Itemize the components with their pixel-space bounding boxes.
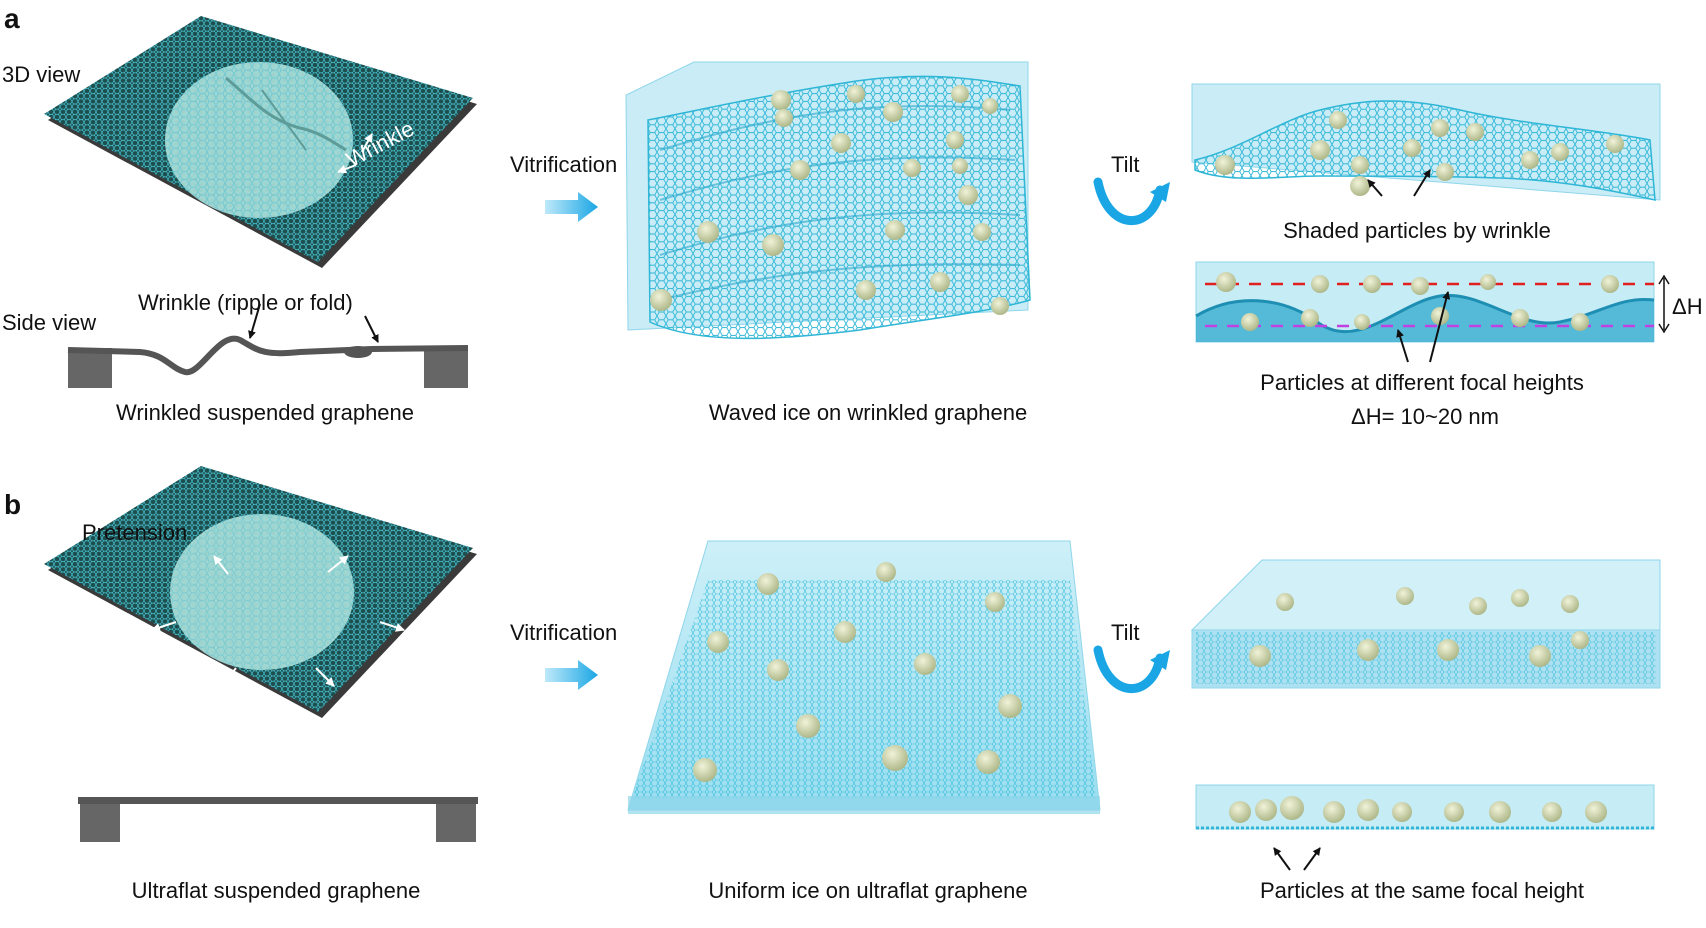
label-vitrification-b: Vitrification [510,620,618,645]
label-same-focal-height: Particles at the same focal height [1259,878,1585,903]
label-side-view: Side view [2,310,97,335]
caption-ultraflat-graphene: Ultraflat suspended graphene [131,878,421,903]
particles-waved-ice [650,85,1009,315]
ultraflat-graphene-sheet [44,466,477,718]
vitrification-arrow-icon [545,192,598,222]
label-delta-h: ΔH [1672,294,1703,319]
label-shaded-particles: Shaded particles by wrinkle [1283,218,1551,243]
label-delta-h-range: ΔH= 10~20 nm [1350,404,1500,429]
particles-tilted-waved [1215,111,1624,196]
label-wrinkle-side: Wrinkle (ripple or fold) [138,290,353,315]
vitrification-arrow-icon [545,660,598,690]
tilted-uniform-ice [1190,559,1661,689]
tilt-arrow-icon [1093,645,1170,693]
waved-ice-block [625,61,1031,340]
caption-wrinkled-graphene: Wrinkled suspended graphene [115,400,415,425]
label-tilt-b: Tilt [1111,620,1140,645]
caption-waved-ice: Waved ice on wrinkled graphene [708,400,1028,425]
particles-tilted-uniform [1249,587,1589,667]
particles-cross-section-a [1216,272,1619,331]
side-view-wrinkled [67,303,469,388]
tilted-waved-ice [1191,83,1661,201]
particles-cross-section-b [1229,796,1607,823]
caption-uniform-ice: Uniform ice on ultraflat graphene [708,878,1028,903]
uniform-ice-block [627,540,1101,814]
panel-b-letter: b [4,489,22,520]
label-vitrification-a: Vitrification [510,152,618,177]
particles-uniform-ice [693,562,1022,782]
cross-section-waved [1195,261,1655,343]
label-3d-view: 3D view [2,62,81,87]
panel-a-letter: a [4,3,20,34]
label-different-focal-heights: Particles at different focal heights [1260,370,1584,395]
side-view-ultraflat [78,797,478,842]
label-pretension: Pretension [82,520,188,545]
label-tilt-a: Tilt [1111,152,1140,177]
tilt-arrow-icon [1093,177,1170,225]
wrinkled-graphene-sheet [44,16,477,268]
